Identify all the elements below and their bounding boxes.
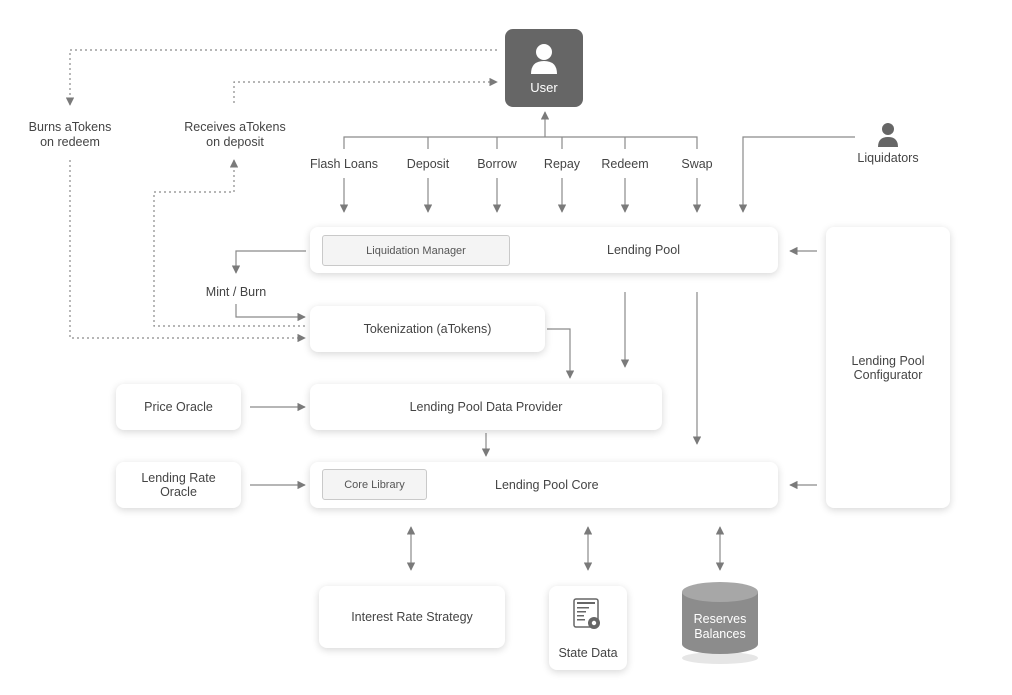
action-repay: Repay [543,157,581,171]
action-flash-loans: Flash Loans [309,157,379,171]
price-oracle-label: Price Oracle [144,400,213,414]
document-gear-icon [573,598,600,629]
price-oracle-box: Price Oracle [116,384,241,430]
liquidators-label: Liquidators [857,151,919,165]
lending-rate-oracle-line1: Lending Rate [141,471,216,485]
reserves-balances-label: Reserves Balances [693,612,747,641]
action-swap: Swap [681,157,713,171]
action-borrow: Borrow [477,157,517,171]
configurator-box: Lending Pool Configurator [826,227,950,508]
state-data-box: State Data [549,586,627,670]
person-icon [531,43,557,74]
lending-rate-oracle-box: Lending Rate Oracle [116,462,241,508]
lending-pool-label: Lending Pool [607,243,680,257]
action-deposit: Deposit [406,157,450,171]
action-redeem: Redeem [601,157,649,171]
data-provider-label: Lending Pool Data Provider [409,400,563,414]
liquidators-person-icon [878,123,898,147]
interest-rate-strategy-box: Interest Rate Strategy [319,586,505,648]
receives-atokens-annotation: Receives aTokens on deposit [184,120,286,149]
lending-rate-oracle-line2: Oracle [160,485,197,499]
lending-pool-core-label: Lending Pool Core [495,478,599,492]
user-label: User [530,79,558,95]
data-provider-box: Lending Pool Data Provider [310,384,662,430]
core-library-box: Core Library [322,469,427,500]
configurator-line2: Configurator [853,367,923,382]
configurator-line1: Lending Pool [851,353,925,368]
interest-rate-strategy-label: Interest Rate Strategy [351,610,473,624]
tokenization-box: Tokenization (aTokens) [310,306,545,352]
state-data-label: State Data [558,646,618,660]
lending-pool-core-box: Core Library Lending Pool Core [310,462,778,508]
mint-burn-label: Mint / Burn [205,285,267,299]
burns-atokens-annotation: Burns aTokens on redeem [28,120,112,149]
tokenization-label: Tokenization (aTokens) [363,322,492,336]
database-cylinder-icon [682,582,758,664]
user-node: User [505,29,583,107]
liquidation-manager-box: Liquidation Manager [322,235,510,266]
lending-pool-box: Liquidation Manager Lending Pool [310,227,778,273]
